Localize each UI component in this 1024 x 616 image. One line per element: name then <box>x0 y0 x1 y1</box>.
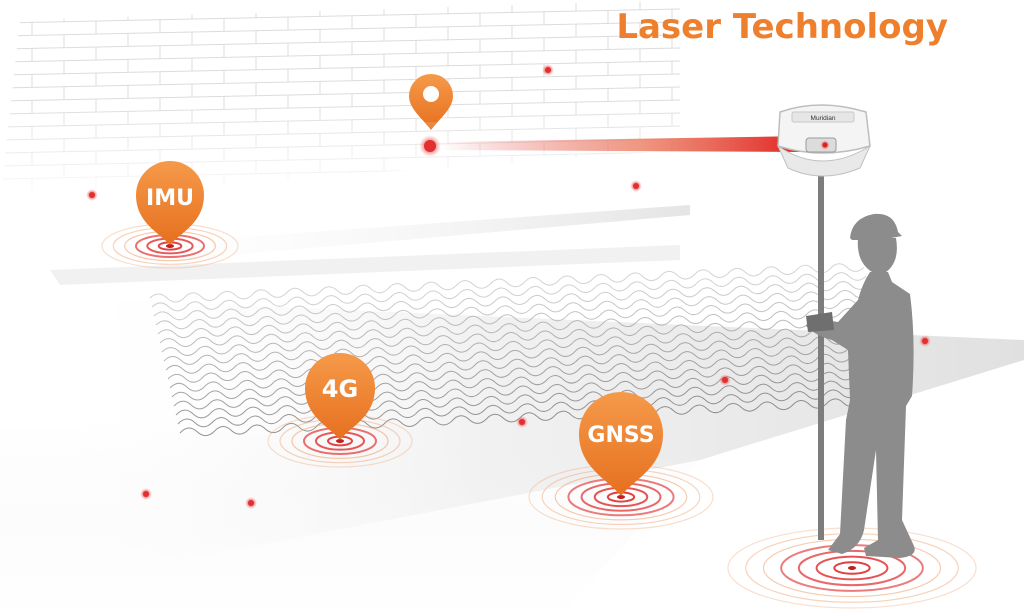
scan-points <box>86 64 931 509</box>
page-title: Laser Technology <box>616 7 948 47</box>
gnss-label: GNSS <box>587 423 654 448</box>
gnss-receiver-device: Muridian <box>776 104 872 177</box>
middle-slab <box>50 245 680 285</box>
wall-fade <box>0 100 690 210</box>
survey-pole <box>818 170 824 540</box>
4g-marker: 4G <box>305 353 375 440</box>
ground-fade <box>0 420 700 616</box>
gnss-marker: GNSS <box>579 392 663 496</box>
map-pin-icon <box>409 74 453 130</box>
device-brand: Muridian <box>811 115 836 122</box>
laser-target-dot <box>424 140 436 152</box>
laser-beam <box>440 136 806 152</box>
4g-label: 4G <box>322 375 358 403</box>
upper-slab <box>60 205 690 268</box>
surveyor-silhouette <box>806 213 915 558</box>
imu-label: IMU <box>146 186 194 211</box>
wave-pattern <box>149 263 895 437</box>
imu-marker: IMU <box>136 161 204 245</box>
